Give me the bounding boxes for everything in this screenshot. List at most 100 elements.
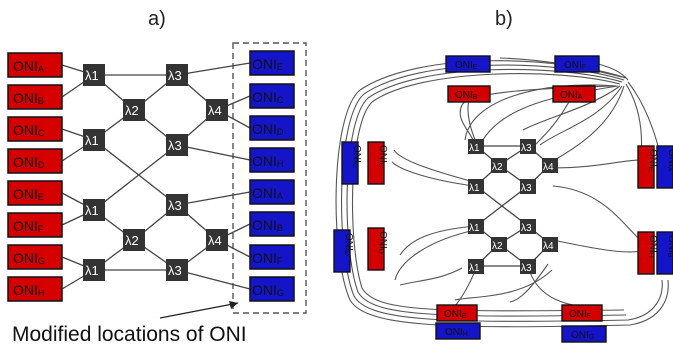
svg-text:ONIF: ONIF xyxy=(569,309,591,320)
svg-text:ONIH: ONIH xyxy=(252,153,283,169)
svg-text:ONIC: ONIC xyxy=(377,145,388,168)
panel-b-routing-loops xyxy=(335,57,669,328)
oni-node: ONIA xyxy=(7,52,63,78)
oni-node: ONIC xyxy=(249,83,295,109)
oni-node: ONIA xyxy=(552,85,596,103)
svg-text:ONIG: ONIG xyxy=(252,282,284,298)
oni-node: ONIB xyxy=(7,84,63,110)
svg-text:λ2: λ2 xyxy=(125,233,139,248)
oni-node: ONIC xyxy=(367,141,388,185)
switch-node: λ1 xyxy=(83,129,105,151)
oni-node: ONIE xyxy=(249,50,295,76)
svg-text:λ3: λ3 xyxy=(168,68,182,83)
switch-node: λ1 xyxy=(83,64,105,86)
switch-node: λ4 xyxy=(206,229,228,251)
switch-node: λ2 xyxy=(491,158,507,173)
svg-text:λ1: λ1 xyxy=(469,263,480,274)
switch-node: λ1 xyxy=(468,259,484,274)
panel-b-label: b) xyxy=(495,8,513,30)
svg-text:λ2: λ2 xyxy=(125,103,139,118)
svg-text:ONIA: ONIA xyxy=(560,90,583,101)
svg-text:ONIH: ONIH xyxy=(647,235,658,258)
oni-node: ONIB xyxy=(656,231,673,275)
svg-text:λ3: λ3 xyxy=(168,263,182,278)
svg-text:λ4: λ4 xyxy=(543,241,554,252)
caption-text: Modified locations of ONI xyxy=(12,323,247,346)
panel-a-destination-nodes: ONIE ONIC ONID ONIH ONIA ONIB xyxy=(249,50,295,302)
oni-node: ONIA xyxy=(656,145,673,189)
svg-text:ONIB: ONIB xyxy=(252,217,283,233)
panel-b-grid-wires xyxy=(475,145,551,267)
svg-text:ONIH: ONIH xyxy=(13,282,44,298)
svg-text:λ3: λ3 xyxy=(168,198,182,213)
svg-text:ONID: ONID xyxy=(377,231,388,254)
oni-node: ONIH xyxy=(249,147,295,173)
svg-text:ONID: ONID xyxy=(343,233,354,256)
switch-node: λ3 xyxy=(520,139,536,154)
oni-node: ONIB xyxy=(447,85,491,103)
switch-node: λ4 xyxy=(206,99,228,121)
panel-a-label: a) xyxy=(148,8,166,30)
switch-node: λ3 xyxy=(166,64,188,86)
svg-text:λ4: λ4 xyxy=(543,162,554,173)
panel-a-wires xyxy=(61,62,251,290)
switch-node: λ3 xyxy=(166,194,188,216)
oni-node: ONIH xyxy=(435,322,481,340)
oni-node: ONIE xyxy=(436,304,478,322)
svg-text:ONIE: ONIE xyxy=(455,60,478,71)
svg-text:λ3: λ3 xyxy=(521,143,532,154)
oni-node: ONID xyxy=(7,148,63,174)
svg-text:λ1: λ1 xyxy=(469,143,480,154)
switch-node: λ3 xyxy=(520,219,536,234)
switch-node: λ4 xyxy=(542,158,558,173)
switch-node: λ4 xyxy=(542,237,558,252)
oni-node: ONIG xyxy=(7,244,63,270)
switch-node: λ2 xyxy=(491,237,507,252)
switch-node: λ3 xyxy=(520,259,536,274)
oni-node: ONIF xyxy=(249,244,295,270)
oni-node: ONIC xyxy=(7,116,63,142)
panel-a-switches: λ1 λ1 λ1 λ1 λ2 λ2 λ3 λ3 λ3 λ3 λ4 λ4 xyxy=(83,64,228,281)
switch-node: λ1 xyxy=(468,219,484,234)
panel-a: a) xyxy=(7,8,307,346)
oni-node: ONIH xyxy=(637,231,658,275)
svg-text:ONIB: ONIB xyxy=(455,90,478,101)
switch-node: λ1 xyxy=(83,259,105,281)
svg-text:λ2: λ2 xyxy=(492,162,503,173)
oni-node: ONIH xyxy=(7,276,63,302)
oni-node: ONID xyxy=(367,227,388,271)
oni-node: ONIB xyxy=(249,211,295,237)
caption-arrow xyxy=(159,302,239,319)
svg-text:ONIG: ONIG xyxy=(13,250,45,266)
oni-node: ONID xyxy=(249,115,295,141)
svg-text:ONID: ONID xyxy=(252,121,284,137)
svg-text:ONIF: ONIF xyxy=(13,218,44,234)
svg-text:ONIF: ONIF xyxy=(564,60,586,71)
svg-text:ONIE: ONIE xyxy=(444,309,467,320)
switch-node: λ2 xyxy=(123,99,145,121)
svg-text:λ3: λ3 xyxy=(168,138,182,153)
oni-node: ONIG xyxy=(561,325,607,343)
svg-text:ONIE: ONIE xyxy=(647,149,658,172)
svg-text:ONID: ONID xyxy=(13,154,45,170)
svg-text:λ4: λ4 xyxy=(208,233,222,248)
svg-text:ONIG: ONIG xyxy=(571,330,594,341)
oni-node: ONIE xyxy=(637,145,658,189)
svg-text:λ1: λ1 xyxy=(85,263,99,278)
svg-text:ONIC: ONIC xyxy=(252,89,284,105)
switch-node: λ3 xyxy=(166,134,188,156)
svg-text:λ1: λ1 xyxy=(85,68,99,83)
oni-node: ONIF xyxy=(554,55,600,73)
panel-a-source-nodes: ONIA ONIB ONIC ONID ONIE ONIF xyxy=(7,52,63,302)
svg-text:λ1: λ1 xyxy=(469,223,480,234)
svg-text:ONIA: ONIA xyxy=(13,58,44,74)
panel-b-switches: λ1 λ2 λ3 λ4 λ1 λ3 λ1 λ3 λ1 λ2 λ3 λ4 xyxy=(468,139,558,274)
svg-text:λ1: λ1 xyxy=(469,183,480,194)
svg-text:ONIB: ONIB xyxy=(13,90,44,106)
svg-text:ONIE: ONIE xyxy=(252,56,283,72)
svg-text:ONIE: ONIE xyxy=(13,186,44,202)
oni-node: ONIF xyxy=(561,304,603,322)
svg-text:ONIA: ONIA xyxy=(666,149,673,172)
oni-node: ONIE xyxy=(445,55,491,73)
